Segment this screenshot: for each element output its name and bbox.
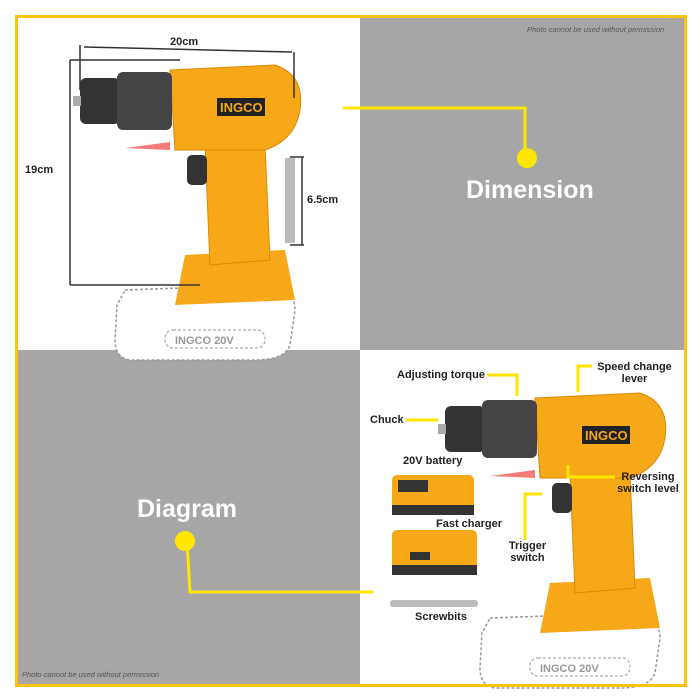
connector-lines xyxy=(185,106,615,594)
bit-length-label: 6.5cm xyxy=(307,194,339,206)
dimension-title: Dimension xyxy=(466,176,594,204)
label-trigger: Trigger switch xyxy=(508,540,547,564)
permission-note-top: Photo cannot be used without permission xyxy=(527,25,665,34)
label-chuck: Chuck xyxy=(370,414,404,426)
connector-dot xyxy=(517,148,537,168)
label-battery: 20V battery xyxy=(403,455,463,467)
permission-note-bottom: Photo cannot be used without permission xyxy=(22,670,160,679)
dimension-lines xyxy=(69,45,304,286)
drill-illustration-dimension xyxy=(72,64,302,361)
width-label: 20cm xyxy=(170,36,199,48)
label-reversing: Reversing switch level xyxy=(617,471,679,495)
screwbits-image xyxy=(390,600,478,607)
connector-dot xyxy=(175,531,195,551)
height-label: 19cm xyxy=(25,164,54,176)
label-adjusting-torque: Adjusting torque xyxy=(397,369,485,381)
diagram-title-panel xyxy=(16,350,360,684)
label-charger: Fast charger xyxy=(436,518,503,530)
charger-image xyxy=(392,530,477,575)
label-speed-change: Speed change lever xyxy=(597,361,672,385)
diagram-title: Diagram xyxy=(137,495,238,523)
battery-image xyxy=(392,475,474,515)
label-screwbits: Screwbits xyxy=(415,611,467,623)
dimension-title-panel xyxy=(360,16,684,350)
screwbit-image xyxy=(285,158,295,243)
